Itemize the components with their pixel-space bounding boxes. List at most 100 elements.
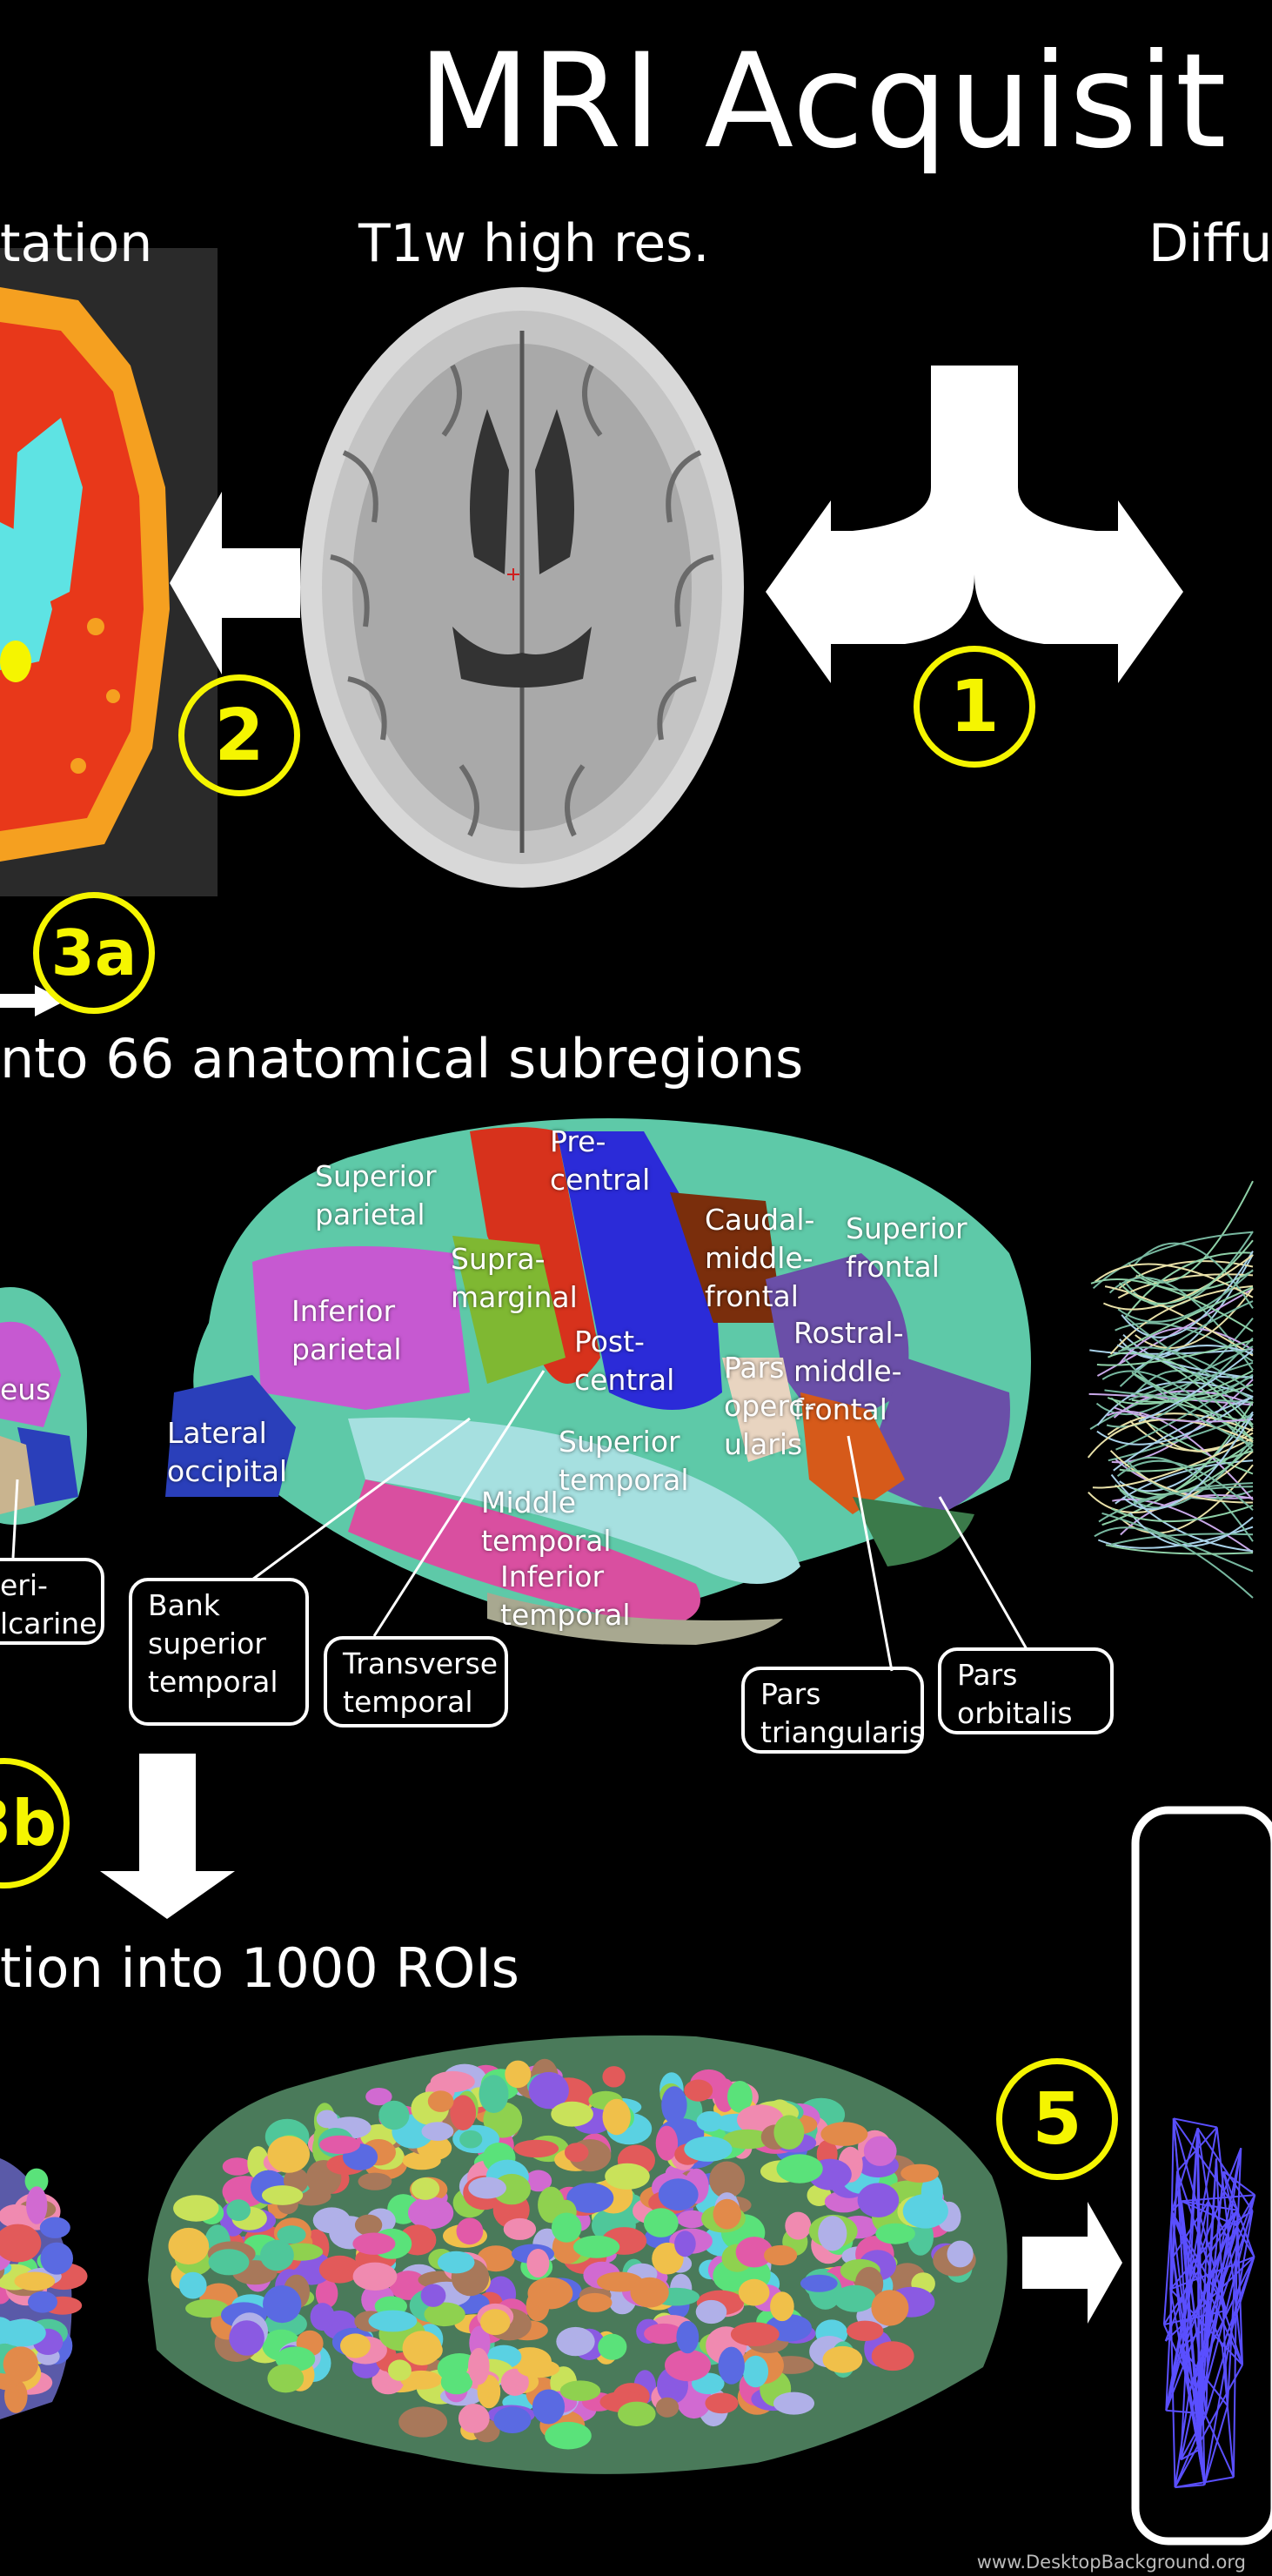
roi-patch <box>773 2115 805 2150</box>
fiber-tract <box>1101 1370 1254 1452</box>
arrow-left-icon <box>170 492 300 674</box>
fiber-tract <box>1131 1383 1254 1404</box>
roi-patch <box>400 2370 443 2390</box>
network-edge <box>1165 2127 1218 2411</box>
roi-patch <box>14 2271 56 2291</box>
roi-patch <box>723 2129 772 2150</box>
network-edge <box>1226 2225 1239 2406</box>
roi-patch <box>208 2249 250 2276</box>
fiber-tract <box>1124 1251 1254 1318</box>
roi-patch <box>28 2291 57 2313</box>
label-leader-lines <box>11 1370 1028 1672</box>
roi-patch <box>677 2210 707 2229</box>
roi-patch <box>776 2154 823 2184</box>
fiber-tract <box>1128 1345 1254 1401</box>
network-edge <box>1174 2413 1208 2488</box>
roi-patch <box>262 2185 304 2205</box>
network-edge <box>1181 2200 1238 2211</box>
fiber-tract <box>1110 1533 1254 1546</box>
roi-patch <box>564 2143 589 2163</box>
roi-patch <box>674 2231 696 2257</box>
network-edge <box>1203 2210 1254 2485</box>
network-edge <box>1164 2147 1242 2342</box>
left-brain-fragment <box>0 1287 87 1525</box>
roi-patch <box>319 2135 360 2155</box>
roi-patch <box>402 2331 442 2366</box>
step-5-badge: 5 <box>996 2058 1118 2180</box>
roi-patch <box>517 2359 560 2378</box>
roi-patch <box>493 2406 532 2433</box>
roi-patch <box>456 2217 484 2245</box>
roi-patch <box>738 2278 770 2306</box>
fiber-tract <box>1105 1544 1254 1555</box>
fiber-tract <box>1106 1337 1254 1428</box>
roi-patch <box>387 2359 412 2381</box>
roi-patch <box>421 2122 454 2142</box>
network-panel <box>1131 1806 1272 2546</box>
roi-patch <box>735 2237 773 2268</box>
roi-patch <box>820 2122 868 2146</box>
fiber-tract <box>1113 1390 1254 1419</box>
roi-patch <box>178 2271 207 2299</box>
roi-patch <box>513 2139 559 2158</box>
roi-patch <box>479 2075 509 2114</box>
fiber-tract <box>1109 1450 1254 1504</box>
left-roi-fragment <box>0 2158 88 2419</box>
roi-patch <box>316 2110 338 2129</box>
roi-parcellated-brain <box>148 2035 1008 2474</box>
fiber-tract <box>1098 1486 1254 1523</box>
roi-patch <box>566 2183 614 2213</box>
roi-patch <box>532 2389 566 2425</box>
roi-patch <box>618 2401 656 2426</box>
roi-patch <box>0 2204 35 2228</box>
network-edge <box>1163 2210 1239 2325</box>
fiber-tract <box>1092 1437 1254 1489</box>
roi-patch <box>526 2249 550 2277</box>
fiber-tract <box>1129 1512 1254 1547</box>
roi-patch <box>665 2349 711 2382</box>
heading-diffusion: Diffu <box>1148 213 1272 274</box>
roi-patch <box>773 2392 814 2415</box>
fiber-tract <box>1111 1504 1254 1523</box>
fiber-tract <box>1121 1413 1254 1511</box>
network-edge <box>1162 2211 1173 2325</box>
roi-patch <box>398 2406 447 2438</box>
roi-patch <box>368 2310 418 2332</box>
arrow-down-icon <box>100 1754 235 1919</box>
label-precentral: Pre-central <box>550 1124 651 1197</box>
roi-patch <box>450 2095 477 2130</box>
fiber-tract <box>1107 1352 1254 1442</box>
label-caudal-middle-frontal: Caudal-middle-frontal <box>705 1203 815 1313</box>
network-edge <box>1203 2405 1228 2485</box>
lateral-brain-parcellation <box>165 1118 1031 1645</box>
roi-patch <box>713 2198 741 2230</box>
roi-patch <box>871 2290 909 2326</box>
network-edge <box>1172 2118 1206 2485</box>
fiber-tract <box>1118 1239 1254 1305</box>
roi-patch <box>39 2217 70 2238</box>
fiber-tract-fragment <box>1087 1180 1254 1599</box>
roi-patch <box>365 2088 392 2106</box>
roi-patch <box>312 2207 351 2234</box>
fiber-tract <box>1121 1286 1254 1351</box>
roi-patch <box>652 2242 684 2275</box>
label-rostral-middle-frontal: Rostral-middle-frontal <box>793 1316 904 1426</box>
heading-rois: tion into 1000 ROIs <box>0 1936 519 2000</box>
roi-patch <box>263 2285 302 2324</box>
roi-patch <box>525 2170 552 2192</box>
label-postcentral: Post-central <box>574 1325 675 1397</box>
network-edge <box>1173 2117 1217 2129</box>
roi-patch <box>267 2364 305 2393</box>
t1w-brain-image <box>300 287 744 888</box>
roi-patch <box>277 2225 306 2244</box>
fiber-tract <box>1133 1242 1254 1309</box>
step-1-badge: 1 <box>914 646 1035 768</box>
roi-patch <box>676 2320 700 2354</box>
